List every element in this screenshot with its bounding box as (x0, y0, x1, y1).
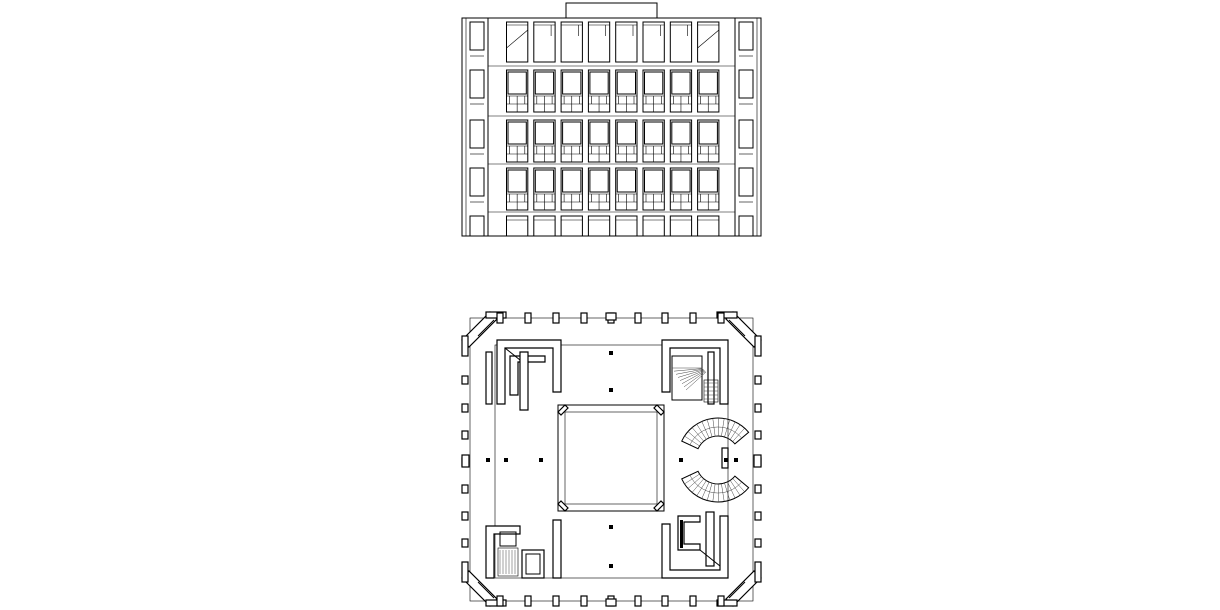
column (539, 458, 543, 462)
pier-mid (461, 454, 470, 468)
column (724, 458, 728, 462)
pier (689, 595, 697, 607)
roof-penthouse (565, 2, 658, 19)
stair-bottom-left (497, 547, 519, 577)
pier (496, 312, 504, 324)
elevation-window (615, 21, 638, 63)
corner-braces (461, 311, 762, 607)
pier (754, 375, 762, 385)
pier-mid (605, 312, 617, 321)
column (609, 351, 613, 355)
pier-mid (753, 454, 762, 468)
column (504, 458, 508, 462)
side-window (738, 69, 754, 99)
floor-plan (461, 311, 762, 607)
pier (461, 538, 469, 548)
pier (717, 312, 725, 324)
core-bottom-left (485, 519, 562, 579)
stair-top-right (672, 367, 719, 403)
elevation-window (615, 215, 638, 237)
side-window (469, 119, 485, 149)
curved-stair-lower (681, 470, 750, 503)
side-window (738, 215, 754, 237)
elevation-window (560, 215, 583, 237)
pier (634, 312, 642, 324)
elevation-window (697, 215, 720, 237)
pier (661, 312, 669, 324)
pier (754, 403, 762, 413)
elevation-side-bays (469, 21, 754, 237)
column (486, 458, 490, 462)
elevation-window (533, 21, 556, 63)
elevation-window (642, 215, 665, 237)
elevation-window (506, 215, 529, 237)
column (609, 525, 613, 529)
pier (552, 595, 560, 607)
side-window (469, 21, 485, 51)
pier (552, 312, 560, 324)
column (734, 458, 738, 462)
side-window (738, 21, 754, 51)
elevation-window (642, 21, 665, 63)
floor-plate (494, 344, 729, 579)
pier (580, 312, 588, 324)
pier (461, 511, 469, 521)
column (609, 564, 613, 568)
pier (580, 595, 588, 607)
pier (461, 430, 469, 440)
pier (524, 312, 532, 324)
pier (754, 511, 762, 521)
column (679, 458, 683, 462)
pier (634, 595, 642, 607)
pier (754, 430, 762, 440)
elevation-window (506, 21, 529, 63)
pier (524, 595, 532, 607)
elevation-window (560, 21, 583, 63)
side-window (469, 215, 485, 237)
curved-stairs (681, 417, 750, 503)
side-window (738, 167, 754, 197)
curved-stair-upper (681, 417, 750, 450)
side-window (738, 119, 754, 149)
elevation-window (533, 215, 556, 237)
elevation-window (669, 21, 693, 63)
elevation-window (697, 21, 720, 63)
elevation-window (587, 21, 611, 63)
pier (661, 595, 669, 607)
central-atrium (557, 404, 665, 512)
side-window (469, 167, 485, 197)
pier (754, 538, 762, 548)
pier (461, 403, 469, 413)
side-window (469, 69, 485, 99)
elevation-window-grid (488, 17, 735, 237)
elevation-window (587, 215, 611, 237)
pier (461, 375, 469, 385)
pier (754, 484, 762, 494)
elevation-window (669, 215, 693, 237)
building-elevation (461, 2, 762, 237)
pier (717, 595, 725, 607)
pier (689, 312, 697, 324)
core-top-left (485, 339, 562, 411)
pier (461, 484, 469, 494)
core-top-right (661, 339, 729, 405)
core-bottom-right (661, 511, 729, 579)
pier (496, 595, 504, 607)
pier-mid (605, 598, 617, 607)
column (609, 388, 613, 392)
perimeter-piers (461, 312, 762, 607)
interior-columns (486, 351, 738, 568)
